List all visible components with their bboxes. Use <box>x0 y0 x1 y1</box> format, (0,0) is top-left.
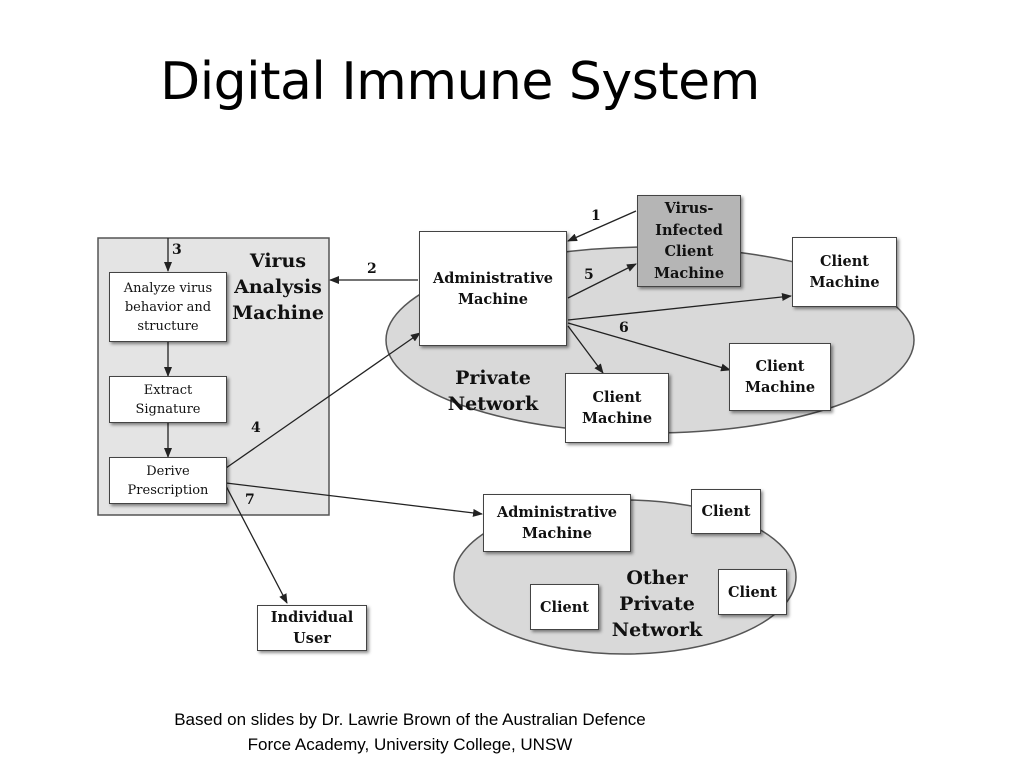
virus-analysis-machine-label: Virus Analysis Machine <box>232 250 324 324</box>
arrow-4 <box>225 332 421 469</box>
footer-credit: Based on slides by Dr. Lawrie Brown of t… <box>100 707 720 757</box>
slide-title: Digital Immune System <box>160 52 760 112</box>
other-administrative-machine-box: Administrative Machine <box>483 494 631 552</box>
other-client-box-3: Client <box>718 569 787 615</box>
footer-line-1: Based on slides by Dr. Lawrie Brown of t… <box>174 710 646 729</box>
private-network-label: Private Network <box>447 367 539 415</box>
analyze-virus-box: Analyze virus behavior and structure <box>109 272 227 342</box>
other-client-box-2: Client <box>530 584 599 630</box>
footer-line-2: Force Academy, University College, UNSW <box>247 735 573 754</box>
arrow-6c <box>567 325 604 374</box>
arrow-1 <box>567 210 637 242</box>
arrow-6b <box>567 322 731 372</box>
client-machine-box-2: Client Machine <box>729 343 831 411</box>
extract-signature-box: Extract Signature <box>109 376 227 423</box>
other-private-network-label: Other Private Network <box>611 567 703 641</box>
step-number-4: 4 <box>251 420 261 436</box>
arrow-6a <box>567 292 792 321</box>
step-number-6: 6 <box>619 320 629 336</box>
individual-user-box: Individual User <box>257 605 367 651</box>
step-number-5: 5 <box>584 267 594 283</box>
other-client-box-1: Client <box>691 489 761 534</box>
administrative-machine-box: Administrative Machine <box>419 231 567 346</box>
step-number-1: 1 <box>591 208 601 224</box>
virus-infected-client-box: Virus- Infected Client Machine <box>637 195 741 287</box>
step-number-7: 7 <box>245 492 255 508</box>
step-number-3: 3 <box>172 242 182 258</box>
arrow-7a <box>225 482 483 517</box>
derive-prescription-box: Derive Prescription <box>109 457 227 504</box>
client-machine-box-1: Client Machine <box>792 237 897 307</box>
arrow-5 <box>567 263 637 299</box>
arrow-7b <box>225 485 288 604</box>
client-machine-box-3: Client Machine <box>565 373 669 443</box>
step-number-2: 2 <box>367 261 377 277</box>
